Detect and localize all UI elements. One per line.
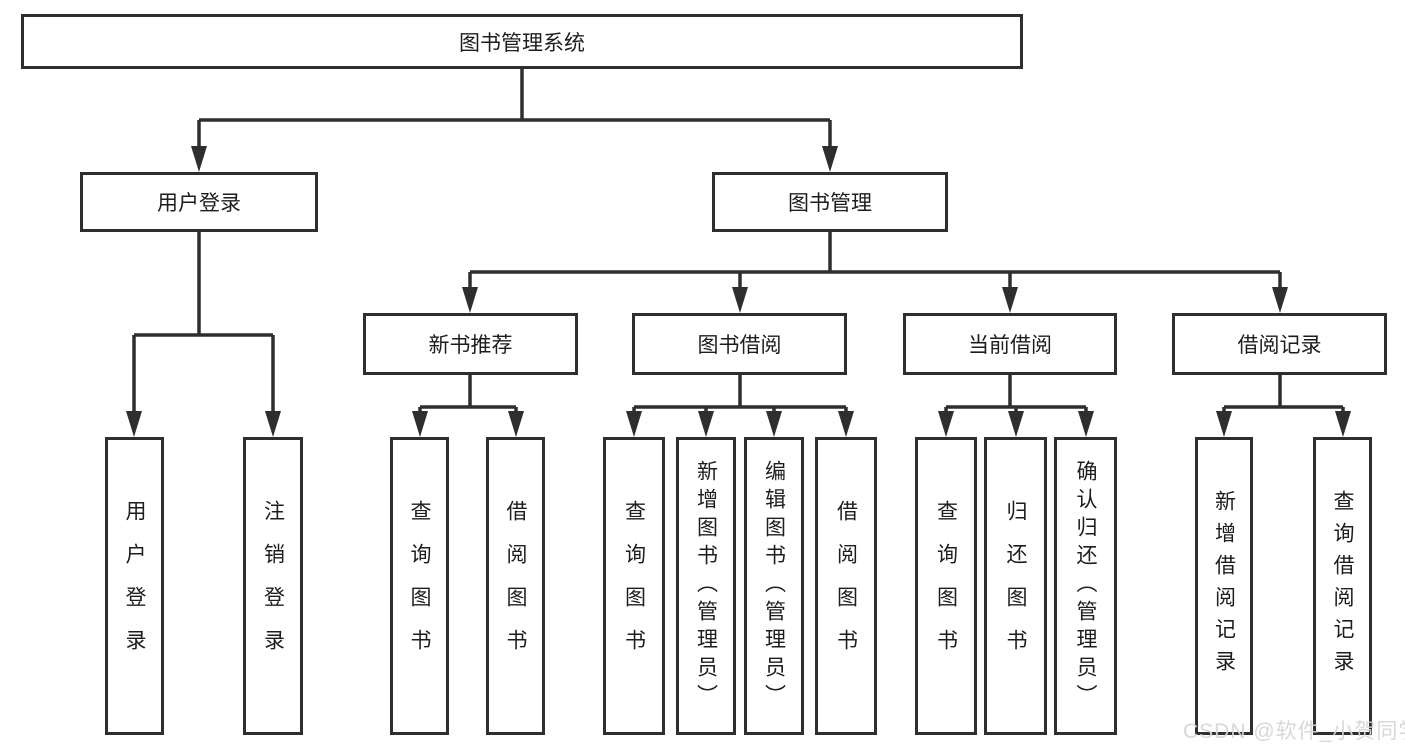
- arrowhead-icon: [191, 146, 207, 172]
- node-borrowing-records-label: 借阅记录: [1237, 334, 1322, 357]
- connector-current-borrowing-children: [938, 373, 1094, 437]
- connector-new-book-recommend-children: [412, 373, 524, 437]
- node-book-management: 图书管理: [712, 172, 948, 232]
- leaf-add-borrow-record: 新增借阅记录: [1195, 437, 1253, 735]
- leaf-query-books-recommend-label: 查询图书: [408, 500, 431, 672]
- arrowhead-icon: [732, 287, 748, 313]
- arrowhead-icon: [1272, 287, 1288, 313]
- leaf-return-books: 归还图书: [984, 437, 1047, 735]
- node-root: 图书管理系统: [21, 14, 1023, 69]
- csdn-watermark: CSDN @软件_小贺同学: [1183, 720, 1405, 743]
- node-new-book-recommend-label: 新书推荐: [428, 334, 513, 357]
- arrowhead-icon: [265, 411, 281, 437]
- arrowhead-icon: [838, 411, 854, 437]
- node-root-label: 图书管理系统: [459, 31, 585, 55]
- leaf-borrow-books: 借阅图书: [815, 437, 877, 735]
- leaf-borrow-books-recommend-label: 借阅图书: [504, 500, 527, 672]
- connector-root-to-level2: [191, 67, 838, 172]
- arrowhead-icon: [1335, 411, 1351, 437]
- leaf-add-books-admin: 新增图书（管理员）: [676, 437, 736, 735]
- arrowhead-icon: [508, 411, 524, 437]
- leaf-user-login: 用户登录: [105, 437, 164, 735]
- leaf-return-books-label: 归还图书: [1004, 500, 1027, 672]
- leaf-logout-label: 注销登录: [261, 500, 285, 672]
- leaf-confirm-return-admin: 确认归还（管理员）: [1054, 437, 1117, 735]
- leaf-user-login-label: 用户登录: [123, 500, 146, 672]
- arrowhead-icon: [1002, 287, 1018, 313]
- arrowhead-icon: [1008, 411, 1024, 437]
- arrowhead-icon: [626, 411, 642, 437]
- node-borrowing-records: 借阅记录: [1172, 313, 1387, 375]
- arrowhead-icon: [766, 411, 782, 437]
- leaf-borrow-books-label: 借阅图书: [834, 500, 858, 672]
- connector-borrowing-records-children: [1216, 373, 1351, 437]
- node-book-management-label: 图书管理: [788, 192, 872, 215]
- leaf-add-borrow-record-label: 新增借阅记录: [1212, 490, 1236, 682]
- connector-user-login-children: [126, 230, 281, 437]
- leaf-query-books-recommend: 查询图书: [390, 437, 449, 735]
- leaf-query-borrow-record: 查询借阅记录: [1313, 437, 1372, 735]
- arrowhead-icon: [938, 411, 954, 437]
- leaf-borrow-books-recommend: 借阅图书: [486, 437, 545, 735]
- arrowhead-icon: [698, 411, 714, 437]
- leaf-query-books-current: 查询图书: [915, 437, 977, 735]
- connector-book-borrowing-children: [626, 373, 854, 437]
- leaf-query-books-borrowing-label: 查询图书: [622, 500, 646, 672]
- arrowhead-icon: [1216, 411, 1232, 437]
- leaf-query-borrow-record-label: 查询借阅记录: [1331, 490, 1354, 682]
- node-book-borrowing: 图书借阅: [632, 313, 847, 375]
- leaf-confirm-return-admin-label: 确认归还（管理员）: [1074, 460, 1097, 712]
- leaf-query-books-current-label: 查询图书: [934, 500, 958, 672]
- leaf-logout: 注销登录: [243, 437, 303, 735]
- arrowhead-icon: [1078, 411, 1094, 437]
- arrowhead-icon: [822, 146, 838, 172]
- node-book-borrowing-label: 图书借阅: [697, 334, 782, 357]
- leaf-query-books-borrowing: 查询图书: [603, 437, 665, 735]
- leaf-edit-books-admin: 编辑图书（管理员）: [744, 437, 804, 735]
- leaf-edit-books-admin-label: 编辑图书（管理员）: [762, 460, 786, 712]
- node-current-borrowing: 当前借阅: [903, 313, 1117, 375]
- node-user-login-label: 用户登录: [157, 192, 241, 215]
- node-new-book-recommend: 新书推荐: [363, 313, 578, 375]
- arrowhead-icon: [462, 287, 478, 313]
- connector-book-management-children: [462, 230, 1288, 313]
- leaf-add-books-admin-label: 新增图书（管理员）: [694, 460, 718, 712]
- arrowhead-icon: [412, 411, 428, 437]
- arrowhead-icon: [126, 411, 142, 437]
- node-current-borrowing-label: 当前借阅: [968, 334, 1052, 357]
- node-user-login: 用户登录: [80, 172, 318, 232]
